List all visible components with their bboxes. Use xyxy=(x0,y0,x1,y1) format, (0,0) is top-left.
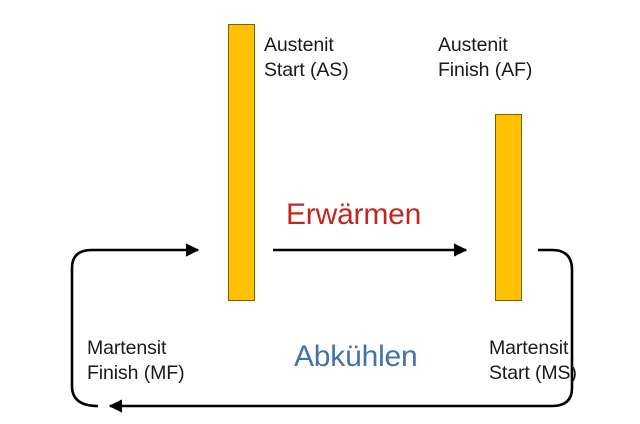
cooling-loop-left-vertical xyxy=(70,300,99,408)
martensit-finish-label: Martensit Finish (MF) xyxy=(87,337,185,384)
austenit-finish-bar xyxy=(495,114,522,301)
cooling-loop-right xyxy=(538,248,574,330)
austenit-start-bar xyxy=(228,24,255,301)
heating-label: Erwärmen xyxy=(286,198,422,231)
martensit-start-label: Martensit Start (MS) xyxy=(489,337,577,384)
cooling-loop-bottom-arrow xyxy=(108,330,574,413)
austenit-finish-label: Austenit Finish (AF) xyxy=(438,34,533,81)
cooling-label: Abkühlen xyxy=(294,340,418,373)
cooling-loop-left-arrow xyxy=(70,243,200,300)
austenit-start-label: Austenit Start (AS) xyxy=(264,34,349,81)
